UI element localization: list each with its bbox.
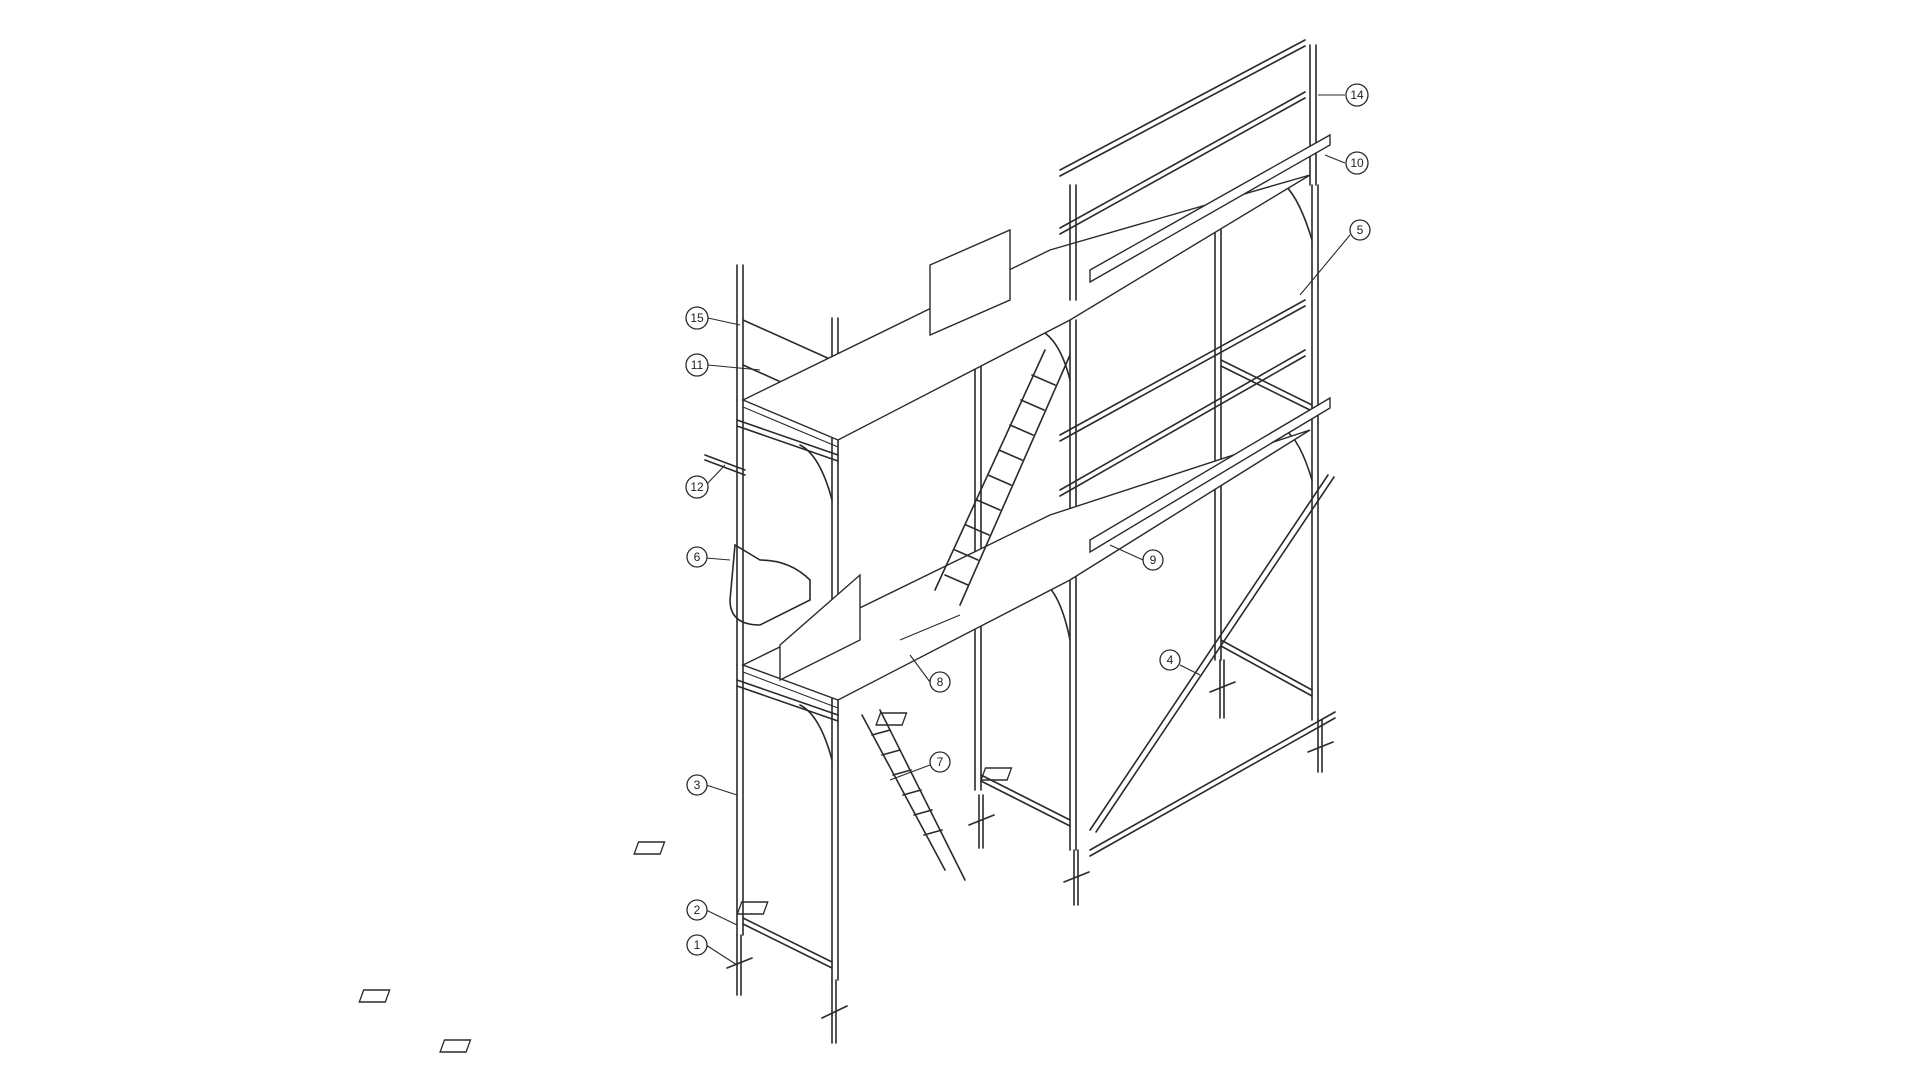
callout-10: 10 bbox=[1324, 151, 1369, 175]
svg-text:14: 14 bbox=[1350, 88, 1364, 102]
callout-9: 9 bbox=[1109, 544, 1164, 571]
svg-text:2: 2 bbox=[694, 903, 701, 917]
svg-text:15: 15 bbox=[690, 311, 704, 325]
callout-11: 11 bbox=[685, 353, 761, 377]
svg-text:11: 11 bbox=[691, 358, 704, 372]
callout-14: 14 bbox=[1318, 83, 1369, 107]
svg-text:12: 12 bbox=[690, 480, 704, 494]
callout-7: 7 bbox=[889, 751, 951, 781]
callouts: 1 2 3 4 5 6 7 bbox=[685, 83, 1371, 966]
svg-text:3: 3 bbox=[694, 778, 701, 792]
svg-text:7: 7 bbox=[937, 755, 944, 769]
svg-text:6: 6 bbox=[694, 550, 701, 564]
callout-2: 2 bbox=[686, 899, 738, 926]
svg-text:8: 8 bbox=[937, 675, 944, 689]
callout-15: 15 bbox=[685, 306, 741, 330]
back-frames bbox=[1214, 44, 1319, 721]
callout-12: 12 bbox=[685, 464, 726, 499]
callout-4: 4 bbox=[1159, 649, 1201, 676]
platforms bbox=[741, 174, 1311, 709]
callout-1: 1 bbox=[686, 934, 738, 966]
svg-text:5: 5 bbox=[1357, 223, 1364, 237]
front-frames bbox=[736, 264, 839, 981]
base-jacks bbox=[358, 659, 1334, 1053]
svg-text:4: 4 bbox=[1167, 653, 1174, 667]
callout-6: 6 bbox=[686, 546, 731, 568]
callout-5: 5 bbox=[1299, 219, 1371, 296]
diagonal-brace bbox=[1089, 474, 1335, 833]
callout-3: 3 bbox=[686, 774, 738, 796]
middle-frames bbox=[974, 309, 1077, 851]
svg-text:9: 9 bbox=[1150, 553, 1157, 567]
svg-text:1: 1 bbox=[694, 938, 701, 952]
guardrails bbox=[1059, 39, 1336, 857]
callout-8: 8 bbox=[909, 654, 951, 693]
ladders bbox=[861, 349, 1071, 881]
svg-text:10: 10 bbox=[1350, 156, 1364, 170]
side-guard-frame bbox=[704, 454, 811, 626]
